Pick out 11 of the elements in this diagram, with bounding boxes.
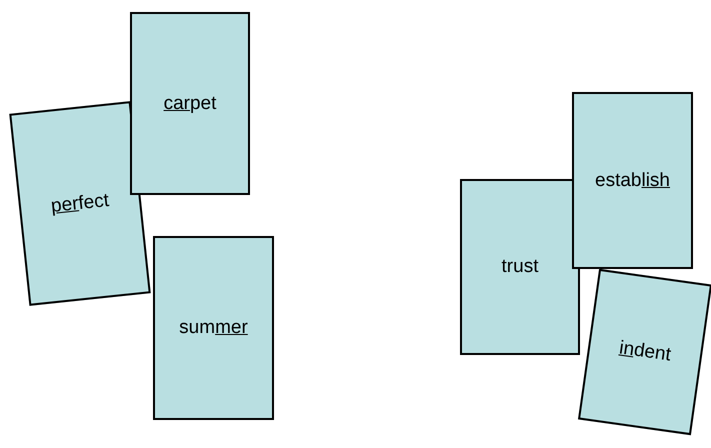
card-word: establish (595, 170, 670, 192)
card-word: perfect (50, 190, 110, 218)
card-word: summer (179, 317, 248, 339)
card-word: indent (618, 338, 672, 366)
word-card (130, 12, 250, 195)
card-word: trust (502, 256, 538, 278)
word-card (578, 268, 711, 436)
card-word: carpet (164, 92, 216, 114)
word-card (153, 236, 274, 420)
word-card (572, 92, 693, 269)
word-card (460, 179, 580, 355)
